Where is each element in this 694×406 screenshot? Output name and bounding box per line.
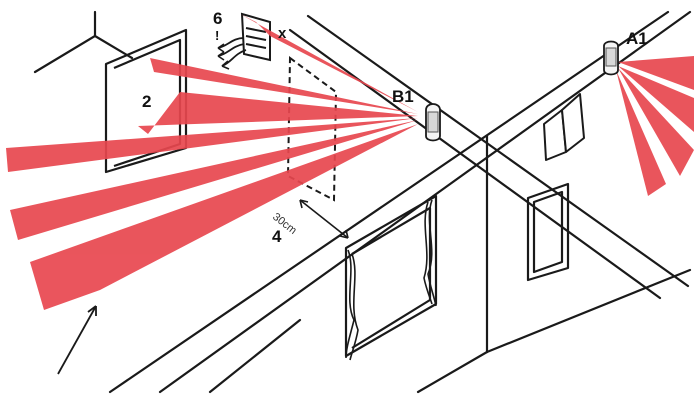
open-book [543,93,585,161]
curtain-right [423,199,437,307]
glass-panel [286,56,338,202]
sensor-a1-lens [605,47,617,67]
window-inner [351,206,432,349]
beam-b1-2 [150,58,418,114]
beam-a1-1 [618,56,694,90]
beam-b1-6 [30,124,418,310]
beam-b1-3 [138,92,418,134]
curtained-window [344,194,438,361]
beam-b1-5 [10,120,418,240]
distance-arrowhead-2 [339,229,349,239]
sensor-a1 [603,40,619,76]
window-frame [344,194,438,358]
label-item-4: 4 [272,227,282,246]
glass-outline [286,56,338,202]
label-sensor-a1: A1 [626,29,648,48]
a1-detection-zone [616,56,694,196]
beam-line-2 [288,28,662,300]
vent-box [240,12,271,62]
air-vent [217,12,271,70]
sensor-b1 [425,103,441,142]
floor-line-far [208,318,302,394]
beam-a1-3 [618,68,694,176]
vent-slats [245,27,267,49]
label-x-mark: x [278,25,287,42]
small-window-outer [526,182,570,282]
small-window [526,182,570,282]
pointer-arrow [57,305,97,375]
distance-arrow [299,199,349,239]
label-item-6: 6 [213,9,222,28]
pointer-line [57,305,97,375]
beam-b1-4 [6,118,418,172]
airflow-arrows [217,43,230,70]
label-sensor-b1: B1 [392,87,414,106]
small-window-inner [532,190,564,274]
airflow-lines [217,37,247,67]
beam-line-4 [108,10,670,394]
label-item-2: 2 [142,92,151,111]
sensor-b1-lens [427,111,439,133]
ceiling-corner [33,10,134,74]
floor-line-right [485,268,692,354]
beam-a1-4 [616,70,666,196]
distance-arrowhead-1 [299,199,309,209]
distance-line [299,199,349,239]
beam-a1-2 [618,66,694,132]
floor-line-left [416,350,489,394]
curtain-left [345,249,359,361]
b1-detection-zone [6,14,418,310]
beam-b1-1 [240,14,418,112]
book-page-right [561,93,585,153]
label-exclaim: ! [215,28,219,43]
pointer-head [87,305,97,316]
